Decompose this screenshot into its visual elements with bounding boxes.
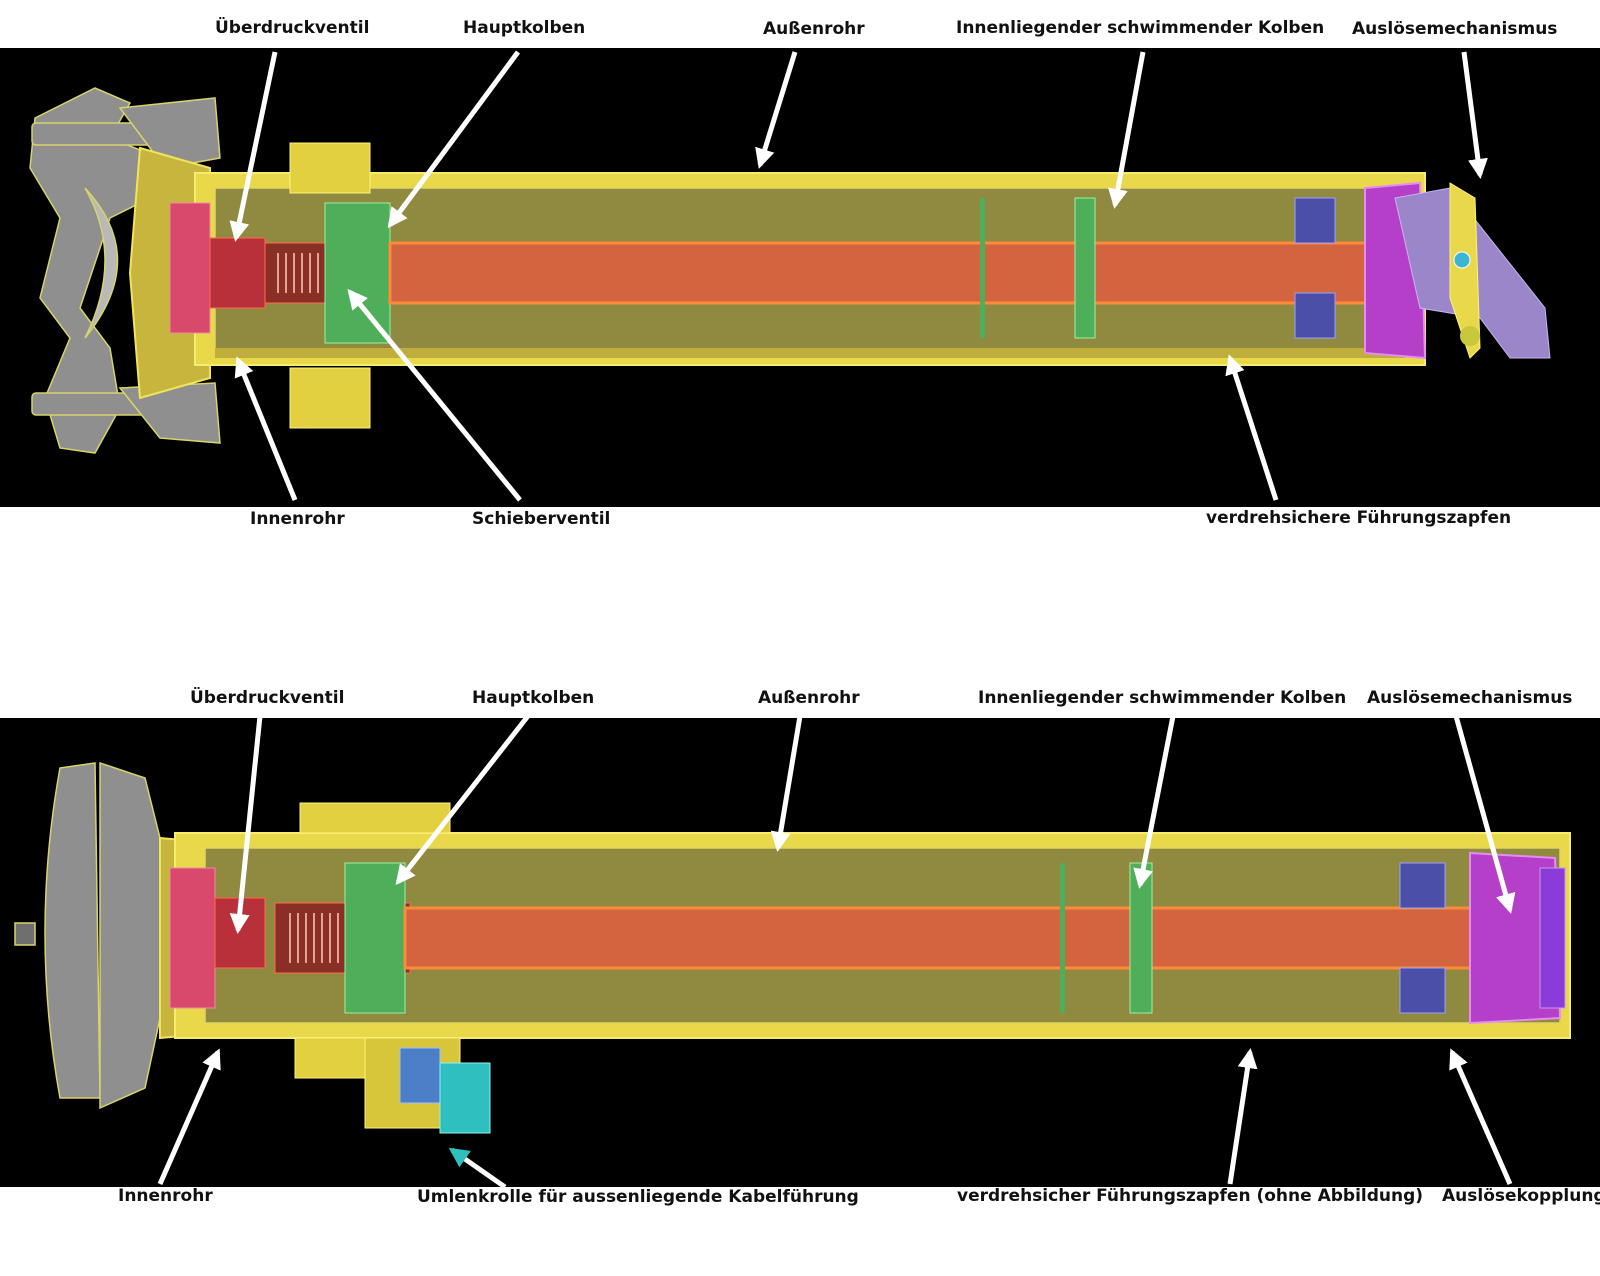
label-bottom-overpressure-valve: Überdruckventil (190, 688, 345, 708)
label-bottom-trigger-coupling: Auslösekopplung (1442, 1186, 1600, 1206)
label-top-main-piston: Hauptkolben (463, 18, 586, 38)
arrow-top-trigger (1461, 51, 1488, 179)
top-bushing (1294, 197, 1336, 244)
bottom-rod (403, 906, 1527, 970)
label-bottom-main-piston: Hauptkolben (472, 688, 595, 708)
bottom-floating-piston (1129, 862, 1153, 1014)
label-top-floating-piston: Innenliegender schwimmender Kolben (956, 18, 1325, 38)
arrow-top-outer-tube (755, 51, 798, 169)
arrow-bottom-guide-pins (1227, 1048, 1258, 1185)
label-top-outer-tube: Außenrohr (763, 19, 865, 39)
bottom-bushing (1399, 862, 1446, 909)
arrow-bottom-trigger (1453, 715, 1516, 914)
label-bottom-pulley: Umlenkrolle für aussenliegende Kabelführ… (417, 1187, 859, 1207)
arrow-top-inner-tube (234, 356, 298, 501)
label-top-overpressure-valve: Überdruckventil (215, 18, 370, 38)
arrow-top-overpressure (229, 51, 278, 242)
bottom-dropper-post-cutaway (14, 761, 1571, 1134)
arrow-bottom-main-piston (395, 714, 530, 886)
arrow-bottom-floating-piston (1133, 715, 1176, 889)
arrow-bottom-overpressure (229, 715, 263, 934)
top-floating-piston (1074, 197, 1096, 339)
top-overpressure-block (169, 202, 211, 334)
arrow-top-floating-piston (1108, 51, 1146, 209)
arrow-top-slide-valve (347, 288, 522, 502)
bottom-main-piston (344, 862, 406, 1014)
arrow-bottom-outer-tube (770, 715, 803, 852)
arrow-bottom-trigger-coupling (1449, 1048, 1513, 1186)
label-bottom-outer-tube: Außenrohr (758, 688, 860, 708)
bottom-cable-pulley (364, 1037, 491, 1134)
label-bottom-inner-tube: Innenrohr (118, 1186, 213, 1206)
label-top-trigger-mechanism: Auslösemechanismus (1352, 19, 1558, 39)
label-bottom-guide-pins: verdrehsicher Führungszapfen (ohne Abbil… (957, 1186, 1424, 1206)
bottom-saddle-clamp (14, 761, 161, 1110)
label-bottom-trigger-mechanism: Auslösemechanismus (1367, 688, 1573, 708)
arrow-bottom-inner-tube (157, 1048, 221, 1186)
top-main-piston (324, 202, 391, 344)
label-top-slide-valve: Schieberventil (472, 509, 611, 529)
bottom-trigger-mechanism (1469, 851, 1562, 1025)
label-bottom-floating-piston: Innenliegender schwimmender Kolben (978, 688, 1347, 708)
top-rod (388, 241, 1422, 305)
bottom-cutaway-panel (0, 718, 1600, 1187)
label-top-guide-pins: verdrehsichere Führungszapfen (1206, 508, 1512, 528)
top-saddle-clamp (29, 87, 221, 454)
arrow-top-main-piston (387, 50, 521, 229)
label-top-inner-tube: Innenrohr (250, 509, 345, 529)
top-dropper-post-cutaway (29, 87, 1551, 454)
arrow-top-guide-pins (1225, 354, 1279, 501)
arrow-bottom-pulley (448, 1147, 507, 1190)
bottom-overpressure-block (169, 867, 216, 1009)
